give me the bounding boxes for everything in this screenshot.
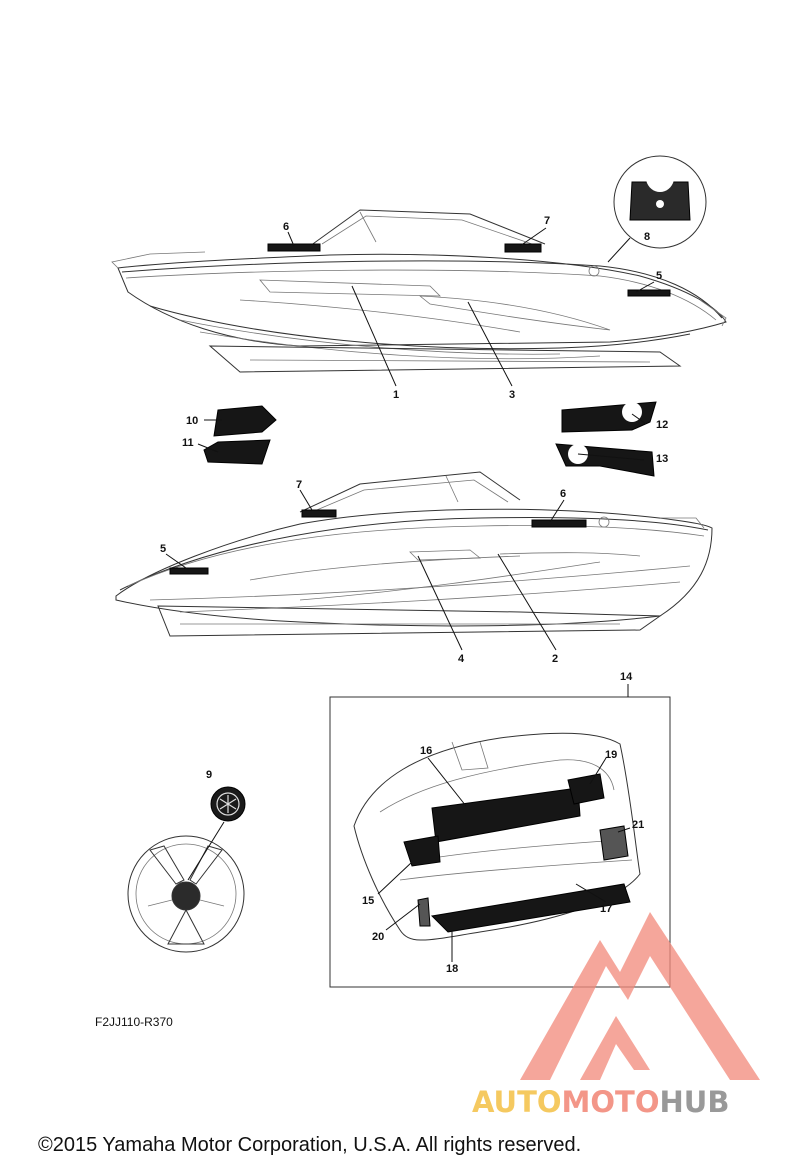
decal-sxrcr-top: [267, 243, 321, 252]
decal-swatches: [203, 401, 657, 477]
mat-part-15: [403, 835, 441, 867]
callouts: 1 2 3 4 5 5 6 6 7 7 8 9 10 11 12 13 14 1…: [160, 215, 668, 975]
decal-round-top: [588, 265, 600, 277]
callout-19: 19: [605, 749, 617, 761]
decal-sxrcr-bottom: [531, 519, 587, 528]
decal-model-top: [627, 289, 671, 297]
mat-part-19: [567, 773, 605, 805]
boat-top-view: [111, 209, 727, 373]
callout-7-bottom: 7: [296, 479, 302, 491]
callout-2: 2: [552, 653, 558, 665]
callout-16: 16: [420, 745, 432, 757]
callout-4: 4: [458, 653, 465, 665]
mat-part-18: [430, 883, 631, 933]
callout-12: 12: [656, 419, 668, 431]
svg-text:AUTOMOTOHUB: AUTOMOTOHUB: [472, 1085, 729, 1119]
callout-17: 17: [600, 903, 612, 915]
decal-yamaha-bottom: [301, 509, 337, 518]
callout-15: 15: [362, 895, 374, 907]
decal-model-bottom: [169, 567, 209, 575]
yamaha-emblem-icon: [187, 786, 246, 881]
callout-10: 10: [186, 415, 198, 427]
callout-6-top: 6: [283, 221, 289, 233]
watermark-auto: AUTO: [472, 1085, 562, 1119]
inset-detail-8: [607, 155, 707, 263]
decal-part-10: [213, 405, 277, 437]
callout-11: 11: [182, 437, 194, 449]
callout-3: 3: [509, 389, 515, 401]
callout-20: 20: [372, 931, 384, 943]
boat-bottom-view: [115, 471, 713, 637]
copyright-notice: ©2015 Yamaha Motor Corporation, U.S.A. A…: [38, 1134, 581, 1156]
watermark-logo-icon: [520, 912, 760, 1080]
callout-13: 13: [656, 453, 668, 465]
inset-box-storage: [329, 696, 671, 988]
watermark-moto: MOTO: [562, 1085, 660, 1119]
leader-lines: [165, 227, 655, 962]
callout-5-bottom: 5: [160, 543, 166, 555]
callout-1: 1: [393, 389, 399, 401]
callout-9: 9: [206, 769, 212, 781]
callout-6-bottom: 6: [560, 488, 566, 500]
mat-part-16: [431, 787, 581, 843]
callout-8: 8: [644, 231, 650, 243]
callout-5-top: 5: [656, 270, 662, 282]
callout-14: 14: [620, 671, 633, 683]
decal-part-11: [203, 439, 271, 465]
diagram-code: F2JJ110-R370: [95, 1015, 173, 1029]
watermark-hub: HUB: [660, 1085, 730, 1119]
decal-yamaha-top: [504, 243, 542, 253]
automotohub-watermark: AUTOMOTOHUB: [472, 912, 760, 1119]
callout-7-top: 7: [544, 215, 550, 227]
callout-18: 18: [446, 963, 458, 975]
decal-part-12: [561, 401, 657, 433]
callout-20-label-21: 21: [632, 819, 644, 831]
steering-wheel: [127, 835, 245, 953]
